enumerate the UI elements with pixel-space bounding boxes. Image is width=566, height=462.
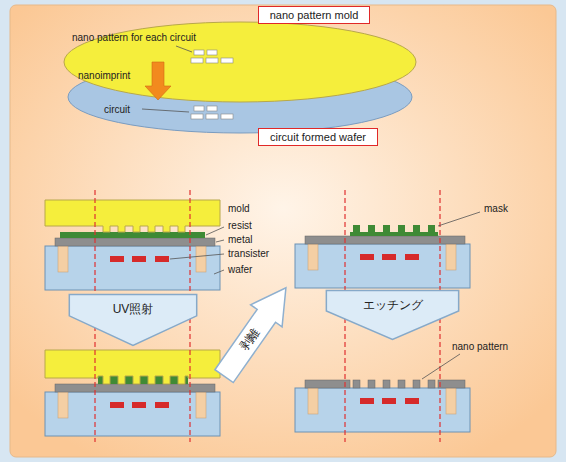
part-label: transister xyxy=(228,248,269,260)
node-text: UV照射 xyxy=(113,301,154,318)
node-text: circuit formed wafer xyxy=(270,131,366,143)
part-label: nanoimprint xyxy=(78,70,130,82)
part-label: nano pattern xyxy=(452,341,508,353)
arrow-shape xyxy=(325,290,460,340)
part-label: mask xyxy=(484,203,508,215)
part-label: circuit xyxy=(104,104,130,116)
part-label: resist xyxy=(228,220,252,232)
arrow-shape xyxy=(68,294,198,346)
title-box: nano pattern mold xyxy=(258,6,370,24)
title-box: circuit formed wafer xyxy=(258,128,378,146)
node-text: nano pattern mold xyxy=(270,9,359,21)
step-arrow: UV照射 xyxy=(68,294,198,346)
step-arrow: エッチング xyxy=(325,290,460,340)
node-text: エッチング xyxy=(363,297,423,314)
part-label: metal xyxy=(228,234,252,246)
part-label: mold xyxy=(228,203,250,215)
part-label: nano pattern for each circuit xyxy=(72,32,196,44)
part-label: wafer xyxy=(228,264,252,276)
